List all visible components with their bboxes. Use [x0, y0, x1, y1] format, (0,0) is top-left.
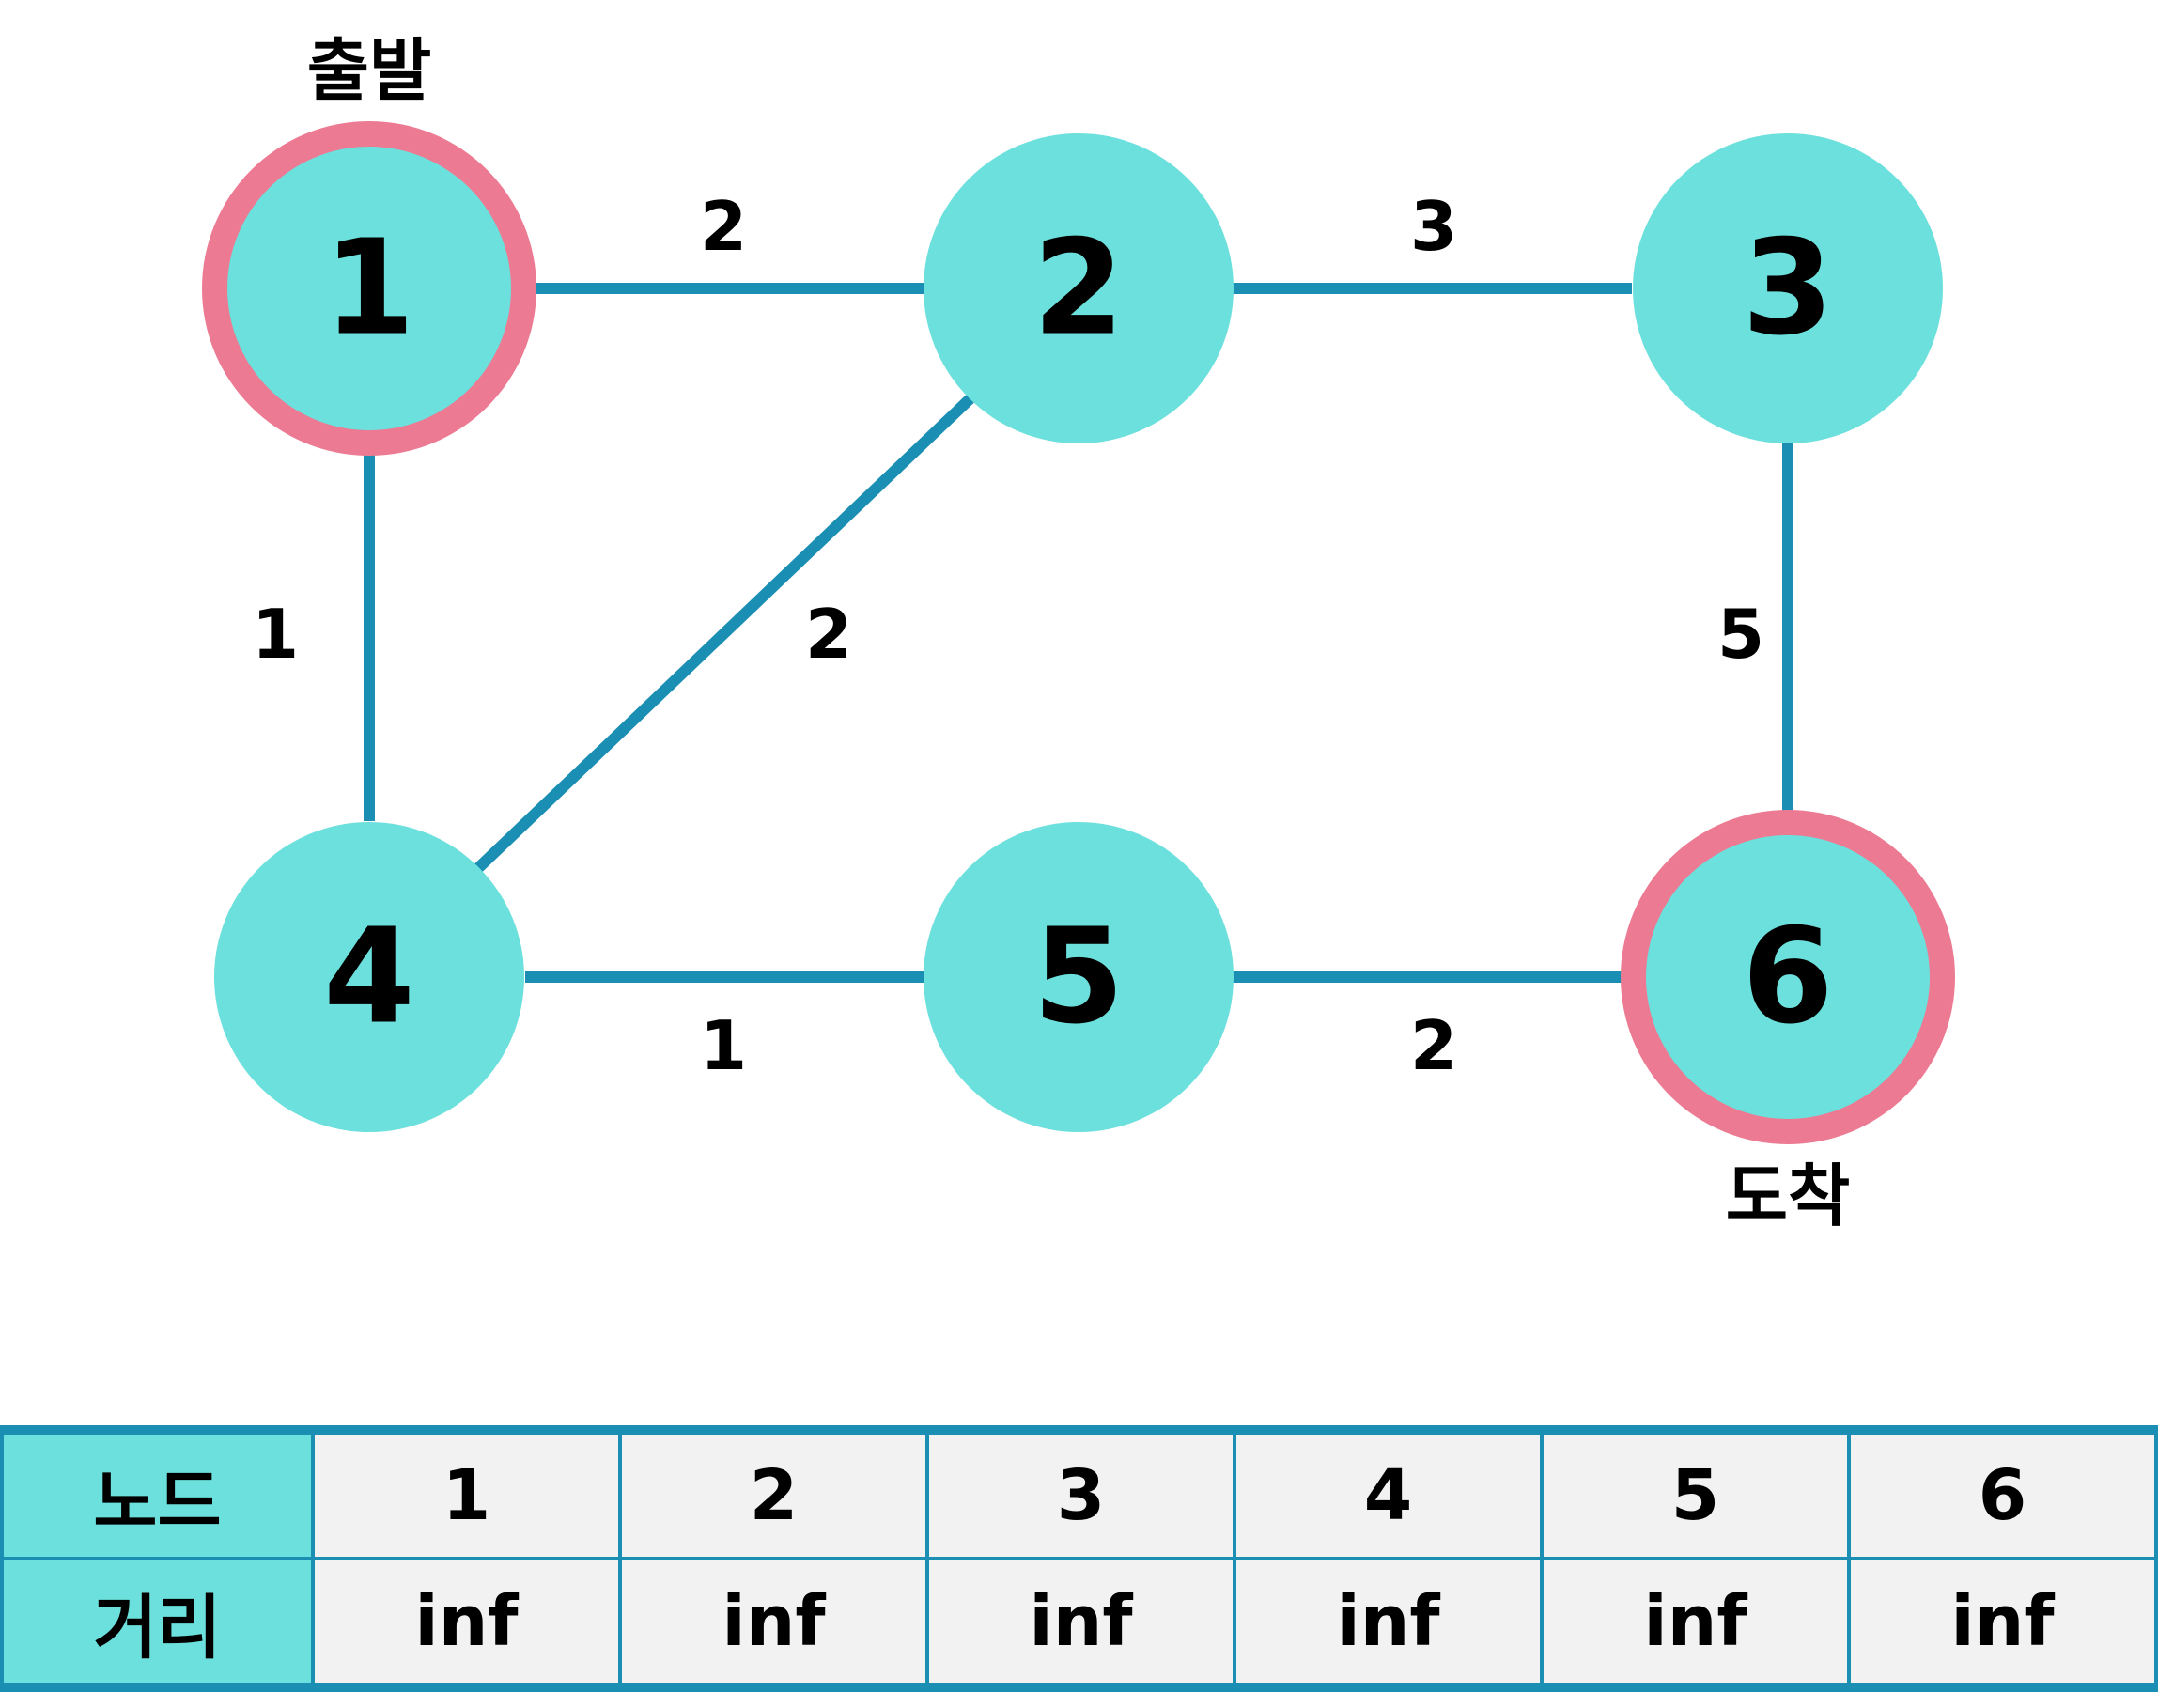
node-3 [1633, 133, 1943, 443]
table-cell-node: 4 [1233, 1425, 1544, 1560]
node-label-5: 5 [1032, 901, 1124, 1054]
table-cell-distance: inf [1847, 1559, 2158, 1692]
end-label: 도착 [1726, 1157, 1850, 1235]
node-label-3: 3 [1742, 212, 1833, 365]
table-cell-node: 3 [925, 1425, 1236, 1560]
table-cell-node: 1 [311, 1425, 622, 1560]
node-label-1: 1 [323, 212, 414, 365]
edge-weight-3-6: 5 [1717, 595, 1764, 674]
start-label: 출발 [307, 31, 431, 110]
edge-weight-2-3: 3 [1410, 187, 1457, 266]
node-label-6: 6 [1742, 901, 1833, 1054]
node-6 [1646, 835, 1930, 1119]
table-cell-distance: inf [925, 1559, 1236, 1692]
node-label-2: 2 [1032, 212, 1124, 365]
table-cell-distance: inf [1233, 1559, 1544, 1692]
table-cell-node: 6 [1847, 1425, 2158, 1560]
edge-weight-5-6: 2 [1410, 1006, 1457, 1085]
node-5 [924, 822, 1234, 1132]
distance-row: 거리 inf inf inf inf inf inf [0, 1559, 2158, 1692]
node-4 [214, 822, 524, 1132]
table-cell-node: 5 [1540, 1425, 1851, 1560]
node-row: 노드 1 2 3 4 5 6 [0, 1425, 2158, 1560]
table-cell-node: 2 [618, 1425, 929, 1560]
table-cell-distance: inf [311, 1559, 622, 1692]
node-2 [924, 133, 1234, 443]
node-label-4: 4 [323, 901, 414, 1054]
edge-weight-1-4: 1 [252, 595, 299, 674]
row-header-node: 노드 [0, 1425, 315, 1560]
table-cell-distance: inf [1540, 1559, 1851, 1692]
edge-weight-4-5: 1 [700, 1006, 747, 1085]
distance-table: 노드 1 2 3 4 5 6 거리 inf inf inf inf inf in… [0, 1425, 2158, 1692]
node-1 [227, 147, 511, 430]
edge-weight-2-4: 2 [805, 595, 852, 674]
table-cell-distance: inf [618, 1559, 929, 1692]
edge-weight-1-2: 2 [700, 187, 747, 266]
row-header-distance: 거리 [0, 1559, 315, 1692]
edge-2-4 [474, 394, 975, 873]
